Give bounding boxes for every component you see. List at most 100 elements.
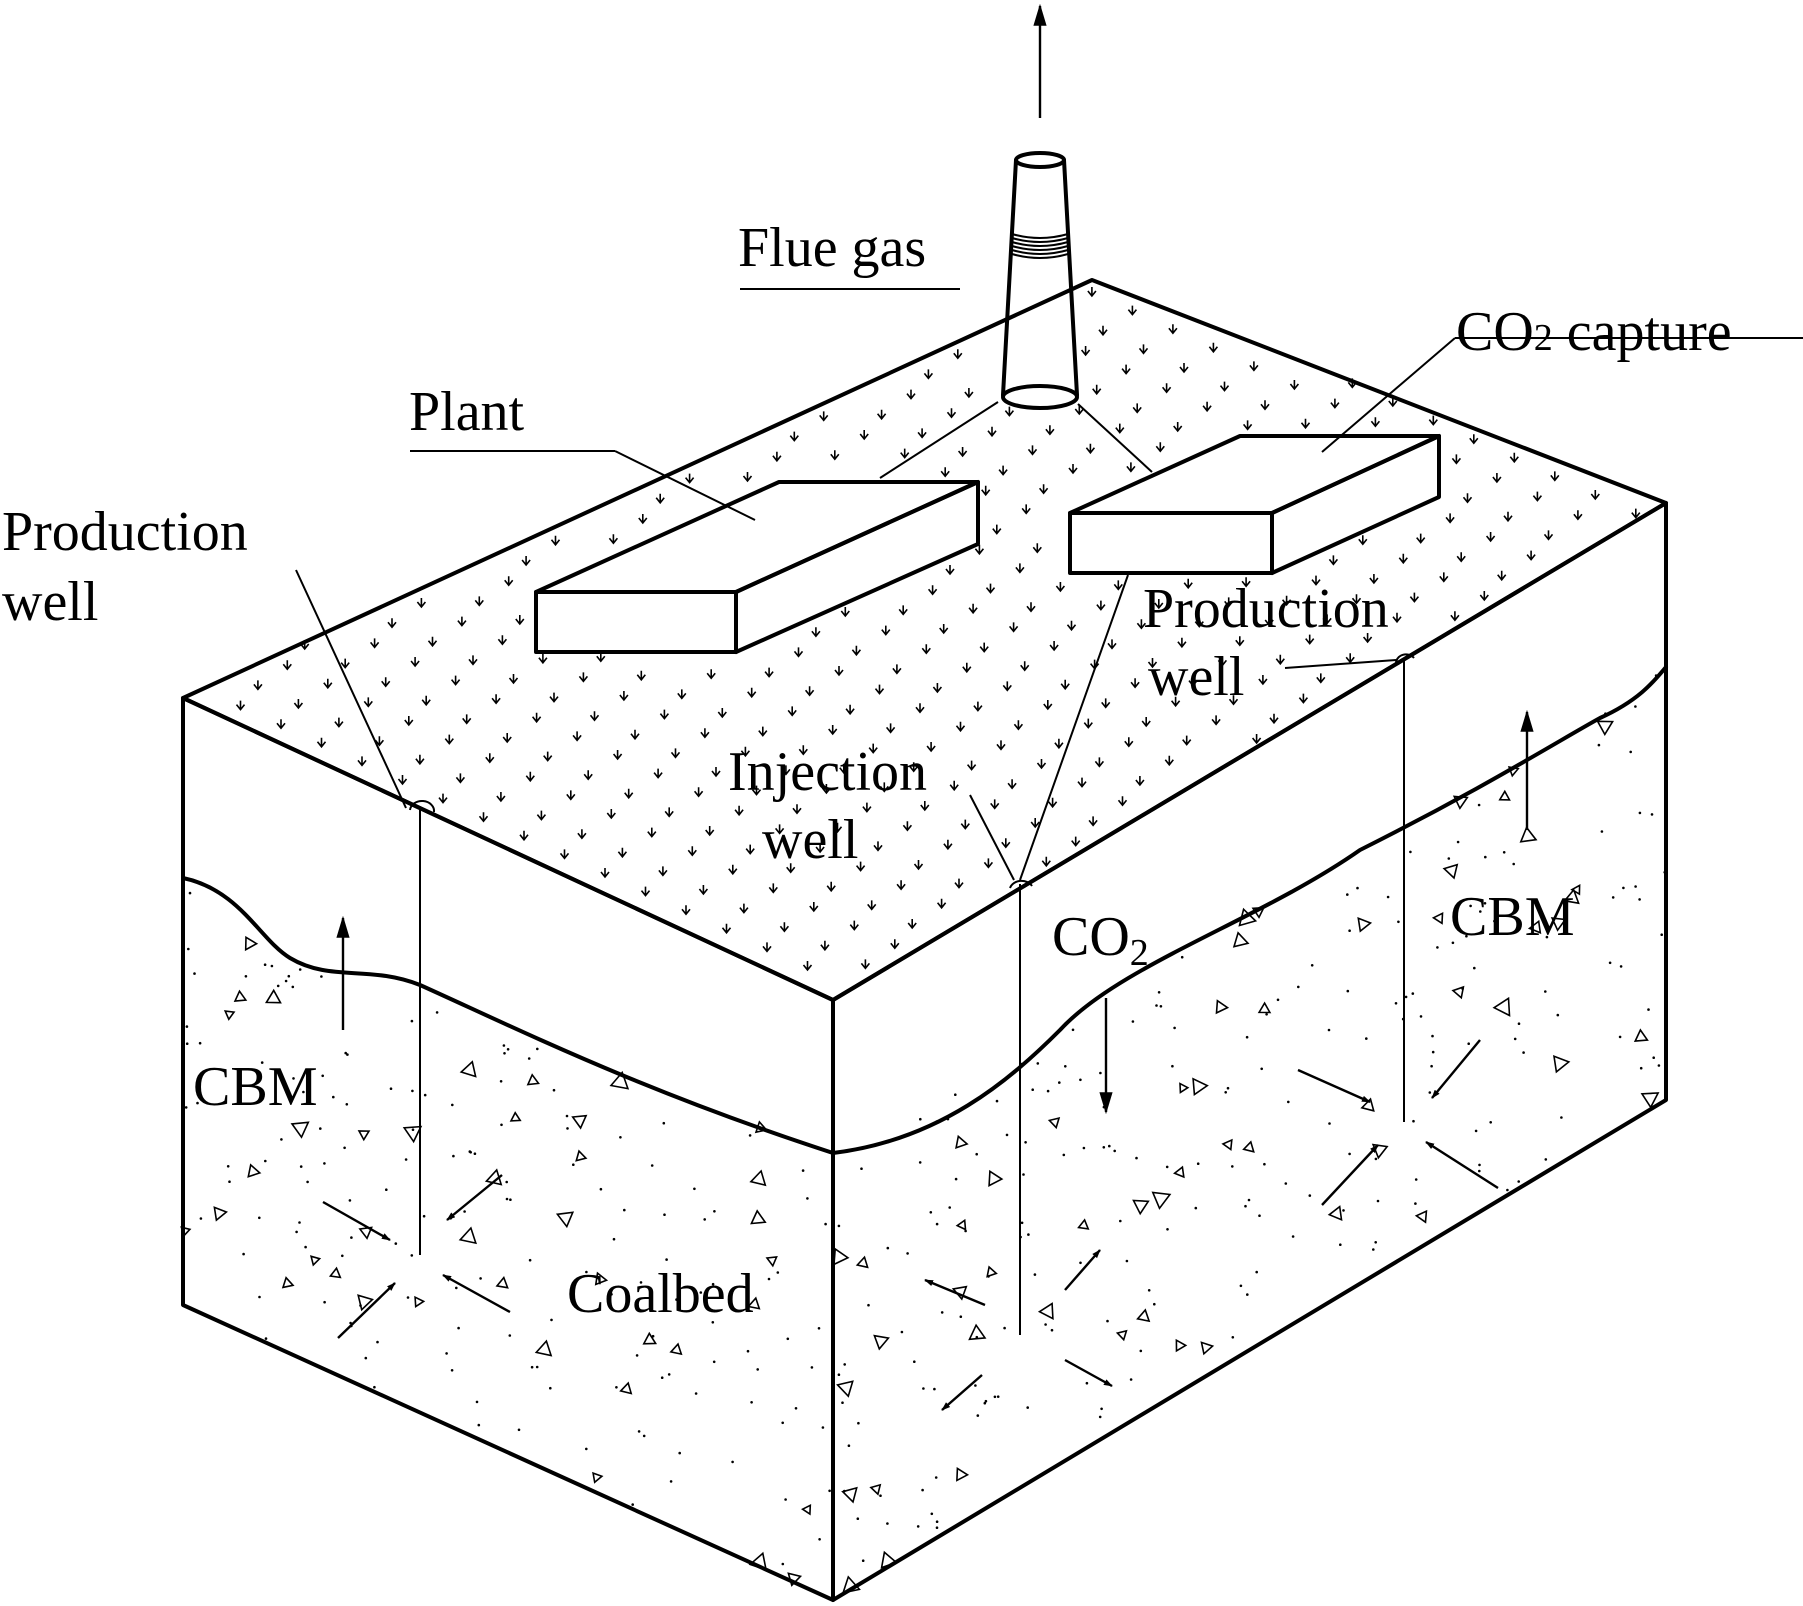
stipple-mark [734,805,744,817]
stipple-mark [1049,641,1059,652]
stipple-mark [1462,493,1473,504]
coal-dot [713,1210,716,1213]
coal-dot [1534,901,1538,904]
coal-grain [1327,1205,1343,1221]
stipple-mark [1136,619,1147,630]
stipple-mark [444,734,454,745]
coal-grain [754,1120,769,1134]
stipple-mark [538,653,548,665]
coal-dot [946,1117,950,1121]
coal-dot [1634,705,1637,708]
coal-dot [1397,920,1400,924]
coal-grain [1200,1341,1215,1356]
coal-dot [1003,1326,1006,1330]
stipple-mark [397,775,408,786]
coal-dot [199,1217,203,1220]
stipple-mark [1132,403,1142,414]
coal-dot [1634,885,1637,888]
coal-dot [1654,674,1658,677]
coal-dot [1342,1209,1345,1212]
stipple-mark [612,750,623,761]
coal-dot [1079,1078,1082,1082]
coal-dot [1483,902,1487,905]
coal-dot [1374,1241,1377,1244]
coal-grain [1492,996,1511,1017]
coal-dot [505,1180,509,1184]
stipple-mark [1242,420,1253,431]
stipple-mark [374,736,385,747]
coal-grain [1550,917,1567,932]
coal-dot [276,984,280,988]
coal-dot [1098,1415,1102,1419]
stipple-mark [913,860,924,871]
stipple-mark [619,691,629,702]
stipple-mark [881,625,891,636]
coal-dot [1419,1015,1423,1018]
coal-grain [855,1255,869,1269]
stipple-mark [834,666,844,677]
coal-dot [663,1213,666,1216]
coal-dot [373,1385,376,1389]
coal-grain [1115,1329,1128,1342]
stipple-mark [1409,592,1420,603]
plant-building [534,480,980,654]
coal-dot [1484,855,1487,859]
coal-grain [1151,1191,1172,1210]
stipple-mark [1041,856,1051,868]
stipple-mark [282,660,292,671]
coal-dot [1260,1067,1263,1071]
coal-dot [821,1426,825,1429]
coal-dot [1171,1064,1174,1068]
coal-dot [1431,1034,1434,1038]
label-injection-well-line2: well [762,809,858,871]
stipple-mark [404,716,414,727]
coal-dot [841,1401,844,1404]
stipple-mark [789,431,799,442]
coal-dot [572,1163,575,1166]
coal-grain [244,935,259,952]
stipple-mark [960,819,970,830]
stipple-mark [700,728,710,739]
coal-dot [228,1180,231,1183]
stipple-mark [1456,552,1466,563]
stipple-mark [945,565,955,576]
coal-dot [1239,1284,1243,1288]
stipple-mark [1030,818,1040,829]
stipple-mark [1115,423,1125,434]
stipple-mark [415,754,425,766]
coal-dot [651,1334,655,1338]
injection-well [1009,879,1033,1335]
stipple-mark [638,514,648,525]
stipple-mark [1228,695,1239,706]
coal-grain [1507,766,1520,778]
coal-grain [1570,884,1581,896]
coal-dot [693,1187,696,1191]
coal-dot [1469,904,1472,908]
stipple-mark [1543,530,1554,541]
coal-dot [1031,1088,1034,1091]
stipple-mark [1060,679,1070,691]
stipple-mark [577,829,587,840]
label-injection-well-line1: Injection [728,741,927,803]
coal-grain [592,1471,604,1484]
coal-dot [1113,1149,1116,1153]
coal-grain [1442,863,1459,880]
stipple-mark [1113,580,1123,591]
stipple-mark [793,647,804,658]
coal-dot [1099,1071,1102,1075]
coal-dot [934,1476,938,1479]
coal-dot [1657,1064,1661,1067]
coal-dot [1276,998,1280,1002]
stipple-mark [742,472,753,483]
coal-dot [332,1095,335,1099]
coal-dot [445,1352,448,1355]
stipple-mark [410,657,420,668]
stipple-mark [957,447,968,458]
coal-dot [530,1365,534,1369]
coal-dot [1157,991,1161,994]
coal-dot [260,1061,264,1064]
coal-dot [306,1180,309,1184]
stipple-mark [798,745,808,756]
label-co2: CO2 [1052,906,1149,974]
coal-dot [847,1444,851,1447]
